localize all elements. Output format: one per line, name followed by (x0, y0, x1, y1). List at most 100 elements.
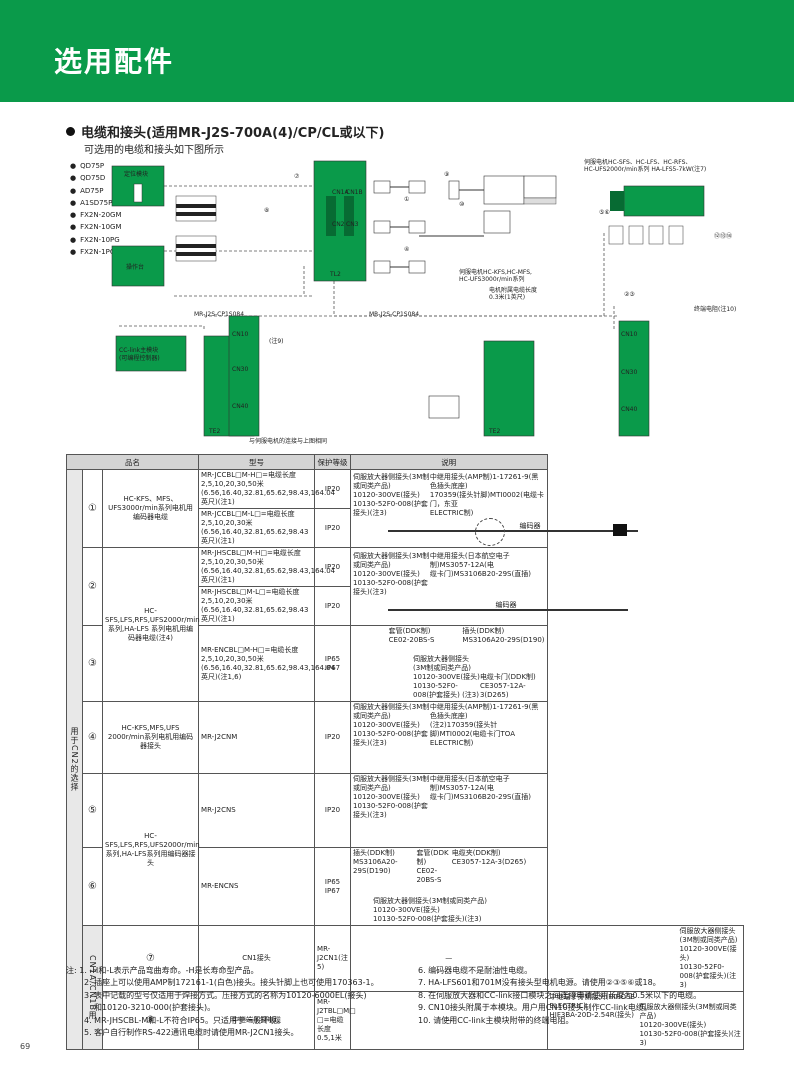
row-name: HC-SFS,LFS,RFS,UFS2000r/min系列,HA-LFS系列用编… (101, 773, 200, 926)
col-name: 品名 (65, 454, 200, 470)
note-line: 9. CN10接头附属于本模块。用户用CN10接头制作CC-link电缆。 (418, 1003, 652, 1013)
callout-2-3: ②③ (624, 291, 635, 298)
row-number: ⑥ (82, 847, 103, 926)
row-protect: IP20 (314, 508, 352, 548)
controller-item: QD75D (70, 172, 122, 184)
row-model: MR-J2CNS (198, 773, 316, 848)
right-cc-unit (618, 320, 650, 437)
row-number: ④ (82, 701, 103, 774)
tl2-label: TL2 (329, 271, 341, 278)
motor-kfs-label-1: 伺服电机HC-KFS,HC-MFS, (459, 268, 532, 276)
row-desc: 伺服放大器侧接头(3M制或同类产品)10120-300VE(接头)10130-5… (350, 773, 548, 848)
row-model: MR-J2CNM (198, 701, 316, 774)
page-title: 选用配件 (54, 45, 175, 78)
note-line: 和10120-3210-000(护套接头)。 (94, 1003, 216, 1013)
controller-item: QD75P (70, 160, 122, 172)
cn3-label: CN3 (346, 221, 359, 228)
row-number: ③ (82, 625, 103, 702)
right-cn30-label: CN30 (621, 369, 637, 376)
servo-motor (623, 185, 705, 217)
row-number: ① (82, 469, 103, 548)
left-cn30-label: CN30 (232, 366, 248, 373)
row-desc: 伺服放大器侧接头(3M制或同类产品)10120-300VE(接头)10130-5… (546, 925, 745, 992)
row-protect: IP20 (314, 547, 352, 587)
col-protect: 保护等级 (314, 454, 352, 470)
row-name: HC-KFS、MFS、UFS3000r/min系列电机用编码器电缆 (101, 469, 200, 548)
notes-right: 6. 编码器电缆不是耐油性电缆。 7. HA-LFS601和701M没有接头型电… (418, 965, 758, 1027)
operation-panel-box (111, 245, 165, 287)
motor-cable-label-1: 电机附属电缆长度 (489, 286, 537, 294)
top-amplifier (313, 160, 367, 282)
motor-label-2: HC-UFS2000r/min系列 HA-LFS5-7kW(注7) (584, 165, 706, 173)
note-line: 3. 表中记载的型号仅适用于焊接方式。压接方式的名称为10120-6000EL(… (84, 990, 367, 1000)
note-line: 8. 在伺服放大器和CC-link接口模块之间连接申请使用长度为0.5米以下的电… (418, 990, 702, 1000)
section-title: 电缆和接头(适用MR-J2S-700A(4)/CP/CL或以下) (66, 122, 384, 141)
laptop-icon (523, 175, 557, 199)
laptop-icon (428, 395, 460, 419)
row-name: HC-SFS,LFS,RFS,UFS2000r/min系列,HA-LFS 系列电… (101, 547, 200, 702)
terminal-label: 终端电阻(注10) (694, 305, 736, 313)
cn1b-label: CN1B (346, 189, 363, 196)
row-model: MR-ENCNS (198, 847, 316, 926)
controller-item: FX2N-20GM (70, 209, 121, 221)
callout-9: ⑨ (444, 171, 449, 178)
row-name: 中继端子排电缆 (198, 991, 316, 1050)
row-name: HC-KFS,MFS,UFS 2000r/min系列电机用编码器接头 (101, 701, 200, 774)
callout-5-6: ⑤⑥ (599, 209, 610, 216)
left-te2-label: TE2 (208, 428, 220, 435)
row-desc: 伺服放大器侧接头(3M制或同类产品)10120-300VE(接头)10130-5… (350, 469, 639, 548)
controller-item: FX2N-10GM (70, 221, 121, 233)
row-protect: — (350, 991, 548, 1050)
page-header: 选用配件 (0, 0, 794, 102)
row-desc: 中继端子排侧接头(HIROSE ELECTRIC)HIF3BA-20D-2.54… (546, 991, 745, 1050)
controller-item: AD75P (70, 185, 122, 197)
notes-left: 注: 1. -H和-L表示产品弯曲寿命。-H是长寿命型产品。 2. 插座上可以使… (66, 965, 406, 1039)
group-cn2: 用于CN2的选择 (66, 469, 83, 1050)
right-te2-label: TE2 (488, 428, 500, 435)
row-protect: IP20 (314, 773, 352, 848)
right-amplifier (483, 340, 535, 437)
note-line: 2. 插座上可以使用AMP制172161-1(白色)接头。接头针脚上也可使用17… (84, 978, 379, 988)
callout-10: ⑩ (459, 201, 464, 208)
right-cn40-label: CN40 (621, 406, 637, 413)
col-desc: 说明 (350, 454, 548, 470)
same-connection-label: 与伺服电机的连接与上图相同 (249, 437, 327, 445)
row-model: MR-JHSCBL□M-L□=电缆长度2,5,10,20,30米(6.56,16… (198, 586, 316, 626)
note-line: 10. 请使用CC-link主模块附带的终端电阻。 (418, 1015, 574, 1025)
motor-label-1: 伺服电机HC-SFS、HC-LFS、HC-RFS、 (584, 158, 691, 166)
row-name: CN1接头 (198, 925, 316, 992)
bullet-dot (66, 127, 75, 136)
right-cn10-label: CN10 (621, 331, 637, 338)
accessory-table: 品名 型号 保护等级 说明 用于CN2的选择 ① HC-KFS、MFS、UFS3… (65, 454, 745, 1050)
row-model: MR-J2CN1(注5) (314, 925, 352, 992)
section-title-text: 电缆和接头(适用MR-J2S-700A(4)/CP/CL或以下) (81, 126, 385, 141)
col-model: 型号 (198, 454, 316, 470)
page-number: 69 (20, 1042, 31, 1051)
cn2-label: CN2 (332, 221, 345, 228)
row-desc: 套管(DDK制)CE02-20BS-S 插头(DDK制)MS3106A20-29… (350, 625, 548, 702)
row-protect: IP20 (314, 701, 352, 774)
note-line: 4. MR-JHSCBL-M和-L不符合IP65。只适用于一般环境。 (84, 1015, 285, 1025)
encoder-label: 编码器 (519, 522, 541, 530)
row-protect: IP65 IP67 (314, 847, 352, 926)
left-cc-unit (228, 315, 260, 437)
cc-link-label-1: CC-link主模块 (119, 346, 158, 354)
row-model: MR-J2TBL□M□□=电缆长度0.5,1米 (314, 991, 356, 1050)
operation-panel-label: 操作台 (126, 263, 144, 271)
callout-7: ⑦ (294, 173, 300, 180)
encoder-label: 编码器 (495, 601, 517, 609)
note-line: 5. 客户自行制作RS-422通讯电缆时请使用MR-J2CN1接头。 (84, 1028, 299, 1038)
motor-cable-label-2: 0.3米(1英尺) (489, 293, 525, 301)
callout-12-14: ⑫⑬⑭ (714, 232, 732, 240)
callout-1: ① (404, 196, 409, 203)
note-line: 6. 编码器电缆不是耐油性电缆。 (418, 966, 533, 975)
left-cn10-label: CN10 (232, 331, 248, 338)
row-number: ⑧ (101, 991, 200, 1050)
row-model: MR-JHSCBL□M-H□=电缆长度2,5,10,20,30,50米(6.56… (198, 547, 335, 587)
callout-4: ④ (404, 246, 409, 253)
row-desc: 伺服放大器侧接头(3M制或同类产品)10120-300VE(接头)10130-5… (350, 547, 629, 626)
row-number: ② (82, 547, 103, 626)
cc-link-master (115, 335, 187, 372)
row-desc: 伺服放大器侧接头(3M制或同类产品)10120-300VE(接头)10130-5… (350, 701, 548, 774)
unit-left-label: MR-J2S-CP1S084 (194, 311, 244, 318)
